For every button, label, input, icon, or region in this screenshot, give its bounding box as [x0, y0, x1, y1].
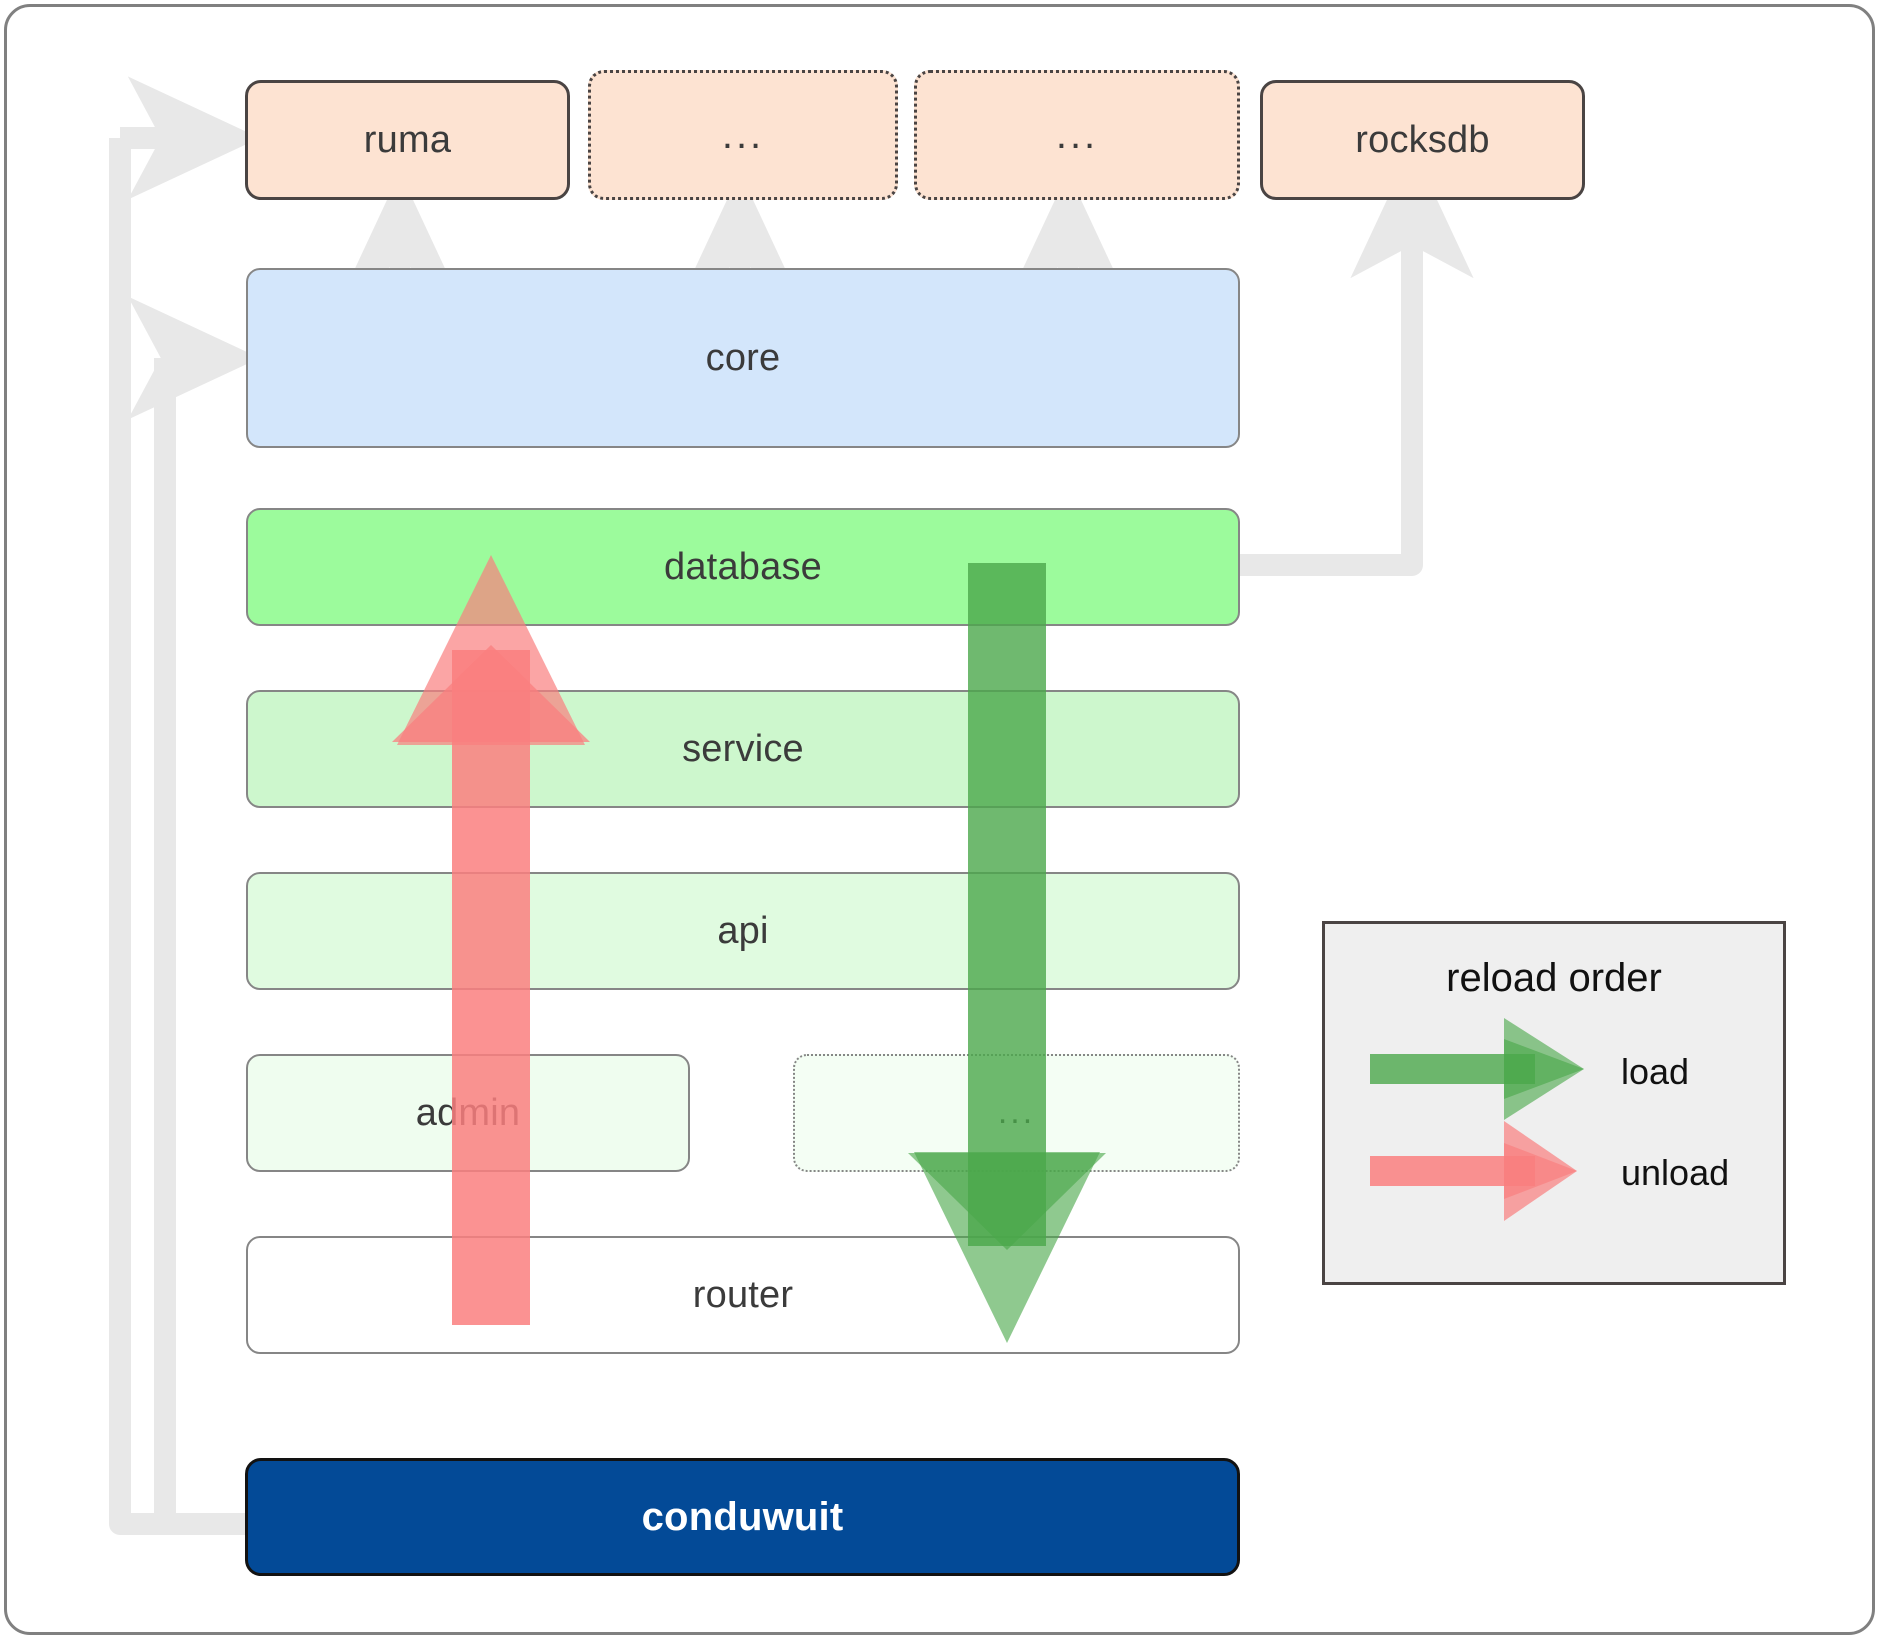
service-layer[interactable]: service	[246, 690, 1240, 808]
api-label: api	[717, 909, 769, 952]
router-layer[interactable]: router	[246, 1236, 1240, 1354]
dep-ellipsis-2-label: ...	[1055, 113, 1099, 157]
layer-ellipsis-label: ...	[997, 1093, 1036, 1132]
service-label: service	[682, 727, 804, 770]
legend-load-label: load	[1621, 1051, 1690, 1092]
legend-unload-arrow-icon	[1370, 1121, 1577, 1221]
ruma-label: ruma	[363, 118, 452, 161]
database-layer[interactable]: database	[246, 508, 1240, 626]
legend-load-arrow-icon	[1370, 1018, 1584, 1120]
layer-ellipsis[interactable]: ...	[793, 1054, 1240, 1172]
dep-ellipsis-1-label: ...	[721, 113, 765, 157]
reload-order-legend: reload order load unload	[1322, 921, 1786, 1285]
core-label: core	[705, 336, 781, 379]
rocksdb-box[interactable]: rocksdb	[1260, 80, 1585, 200]
database-label: database	[664, 545, 822, 588]
admin-label: admin	[415, 1091, 521, 1134]
dep-ellipsis-1-box[interactable]: ...	[588, 70, 898, 200]
router-label: router	[692, 1273, 794, 1316]
dep-ellipsis-2-box[interactable]: ...	[914, 70, 1240, 200]
conduwuit-label: conduwuit	[641, 1494, 844, 1539]
rocksdb-label: rocksdb	[1355, 118, 1490, 161]
legend-arrow-glyphs	[1370, 1018, 1584, 1221]
conduwuit-box[interactable]: conduwuit	[245, 1458, 1240, 1576]
api-layer[interactable]: api	[246, 872, 1240, 990]
core-box[interactable]: core	[246, 268, 1240, 448]
admin-layer[interactable]: admin	[246, 1054, 690, 1172]
legend-unload-label: unload	[1621, 1152, 1730, 1193]
diagram-outer-frame	[4, 4, 1875, 1635]
legend-title: reload order	[1446, 956, 1662, 1000]
ruma-box[interactable]: ruma	[245, 80, 570, 200]
